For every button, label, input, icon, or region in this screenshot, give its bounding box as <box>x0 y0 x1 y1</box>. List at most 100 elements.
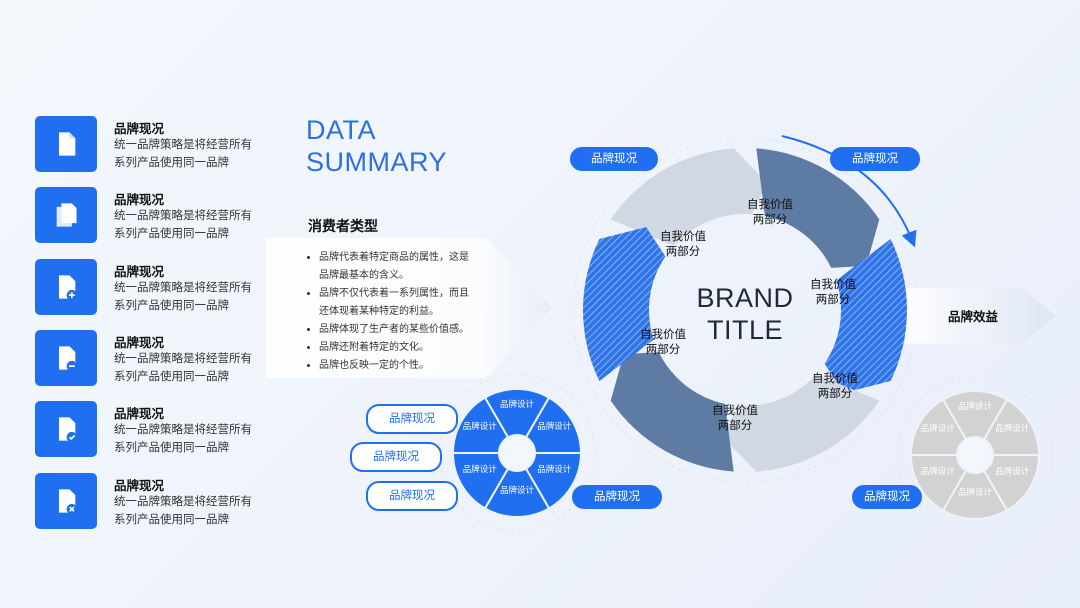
segment-label: 自我价值两部分 <box>648 230 718 260</box>
status-pill-bottom-center[interactable]: 品牌现况 <box>572 485 662 509</box>
feature-desc: 统一品牌策略是将经营所有系列产品使用同一品牌 <box>114 424 252 454</box>
feature-desc: 统一品牌策略是将经营所有系列产品使用同一品牌 <box>114 282 252 312</box>
cycle-segment <box>722 374 880 472</box>
segment-label-line-2: 两部分 <box>752 214 788 226</box>
document-remove-icon <box>59 346 78 372</box>
segment-label: 自我价值两部分 <box>700 404 770 434</box>
feature-icon-box <box>35 116 97 172</box>
brand-cycle-wheel <box>583 148 907 472</box>
feature-title: 品牌现况 <box>114 336 165 350</box>
segment-label-line-2: 两部分 <box>817 388 853 400</box>
feature-desc: 统一品牌策略是将经营所有系列产品使用同一品牌 <box>114 496 252 526</box>
segment-label: 自我价值两部分 <box>800 372 870 402</box>
wheel-label: 品牌设计 <box>995 422 1030 433</box>
cycle-segment <box>756 148 880 268</box>
segment-label-line-2: 两部分 <box>815 294 851 306</box>
documents-copy-icon <box>56 203 77 227</box>
wheel-label: 品牌设计 <box>500 399 535 409</box>
feature-title: 品牌现况 <box>114 265 165 279</box>
consumer-bullet: 品牌代表着特定商品的属性，这是品牌最基本的含义。 <box>319 249 475 285</box>
segment-label-line-1: 自我价值 <box>747 199 793 211</box>
segment-label-line-1: 自我价值 <box>640 329 686 341</box>
feature-list-item: 品牌现况 统一品牌策略是将经营所有系列产品使用同一品牌 <box>35 259 295 317</box>
segment-label-line-2: 两部分 <box>645 344 681 356</box>
segment-label-line-2: 两部分 <box>717 420 753 432</box>
feature-title: 品牌现况 <box>114 479 165 493</box>
status-pill-top-left[interactable]: 品牌现况 <box>570 147 658 171</box>
consumer-type-heading: 消费者类型 <box>308 218 378 234</box>
wheel-segment <box>483 467 551 518</box>
brand-title-line-2: TITLE <box>706 315 783 345</box>
segment-label-line-1: 自我价值 <box>812 373 858 385</box>
wheel-segment <box>982 454 1041 512</box>
feature-icon-box <box>35 473 97 529</box>
wheel-label: 品牌设计 <box>500 485 535 495</box>
consumer-type-bullets: 品牌代表着特定商品的属性，这是品牌最基本的含义。品牌不仅代表着一系列属性，而且还… <box>305 249 475 375</box>
wheel-segment <box>982 398 1041 456</box>
feature-title: 品牌现况 <box>114 193 165 207</box>
feature-icon-box <box>35 259 97 315</box>
feature-desc: 统一品牌策略是将经营所有系列产品使用同一品牌 <box>114 210 252 240</box>
wheel-segment <box>909 398 968 456</box>
feature-list-item: 品牌现况 统一品牌策略是将经营所有系列产品使用同一品牌 <box>35 116 295 174</box>
wheel-label: 品牌设计 <box>920 465 955 476</box>
feature-desc: 统一品牌策略是将经营所有系列产品使用同一品牌 <box>114 353 252 383</box>
wheel-segment <box>909 454 968 512</box>
benefit-arrow <box>905 288 1056 344</box>
consumer-bullet: 品牌体现了生产者的某些价值感。 <box>319 321 475 339</box>
outline-pill-1[interactable]: 品牌现况 <box>366 404 458 434</box>
feature-icon-box <box>35 187 97 243</box>
document-delete-icon <box>59 489 78 515</box>
cycle-segment <box>610 352 734 472</box>
wheel-label: 品牌设计 <box>537 463 572 474</box>
consumer-bullet: 品牌不仅代表着一系列属性，而且还体现着某种特定的利益。 <box>319 285 475 321</box>
feature-list-item: 品牌现况 统一品牌策略是将经营所有系列产品使用同一品牌 <box>35 187 295 245</box>
feature-title: 品牌现况 <box>114 122 165 136</box>
wheel-label: 品牌设计 <box>462 420 497 431</box>
feature-title: 品牌现况 <box>114 407 165 421</box>
wheel-segment <box>941 390 1009 441</box>
wheel-segment <box>451 452 510 510</box>
segment-label-line-1: 自我价值 <box>810 279 856 291</box>
segment-label: 自我价值两部分 <box>628 328 698 358</box>
document-check-icon <box>59 417 78 443</box>
feature-list-item: 品牌现况 统一品牌策略是将经营所有系列产品使用同一品牌 <box>35 330 295 388</box>
arrow-panel <box>266 238 552 378</box>
document-add-icon <box>59 275 78 301</box>
consumer-bullet: 品牌还附着特定的文化。 <box>319 339 475 357</box>
title-line-1: DATA <box>306 115 377 145</box>
wheel-segment <box>524 396 583 454</box>
segment-label: 自我价值两部分 <box>735 198 805 228</box>
status-pill-top-right[interactable]: 品牌现况 <box>830 147 920 171</box>
outline-pill-2[interactable]: 品牌现况 <box>350 442 442 472</box>
benefit-label: 品牌效益 <box>948 310 999 324</box>
wheel-segment <box>483 388 551 439</box>
cycle-segment <box>583 227 666 382</box>
blue-design-wheel <box>451 388 583 518</box>
wheel-label: 品牌设计 <box>995 465 1030 476</box>
wheel-label: 品牌设计 <box>537 420 572 431</box>
cycle-segment <box>610 148 768 246</box>
wheel-hub <box>958 438 992 472</box>
wheel-hub <box>500 436 534 470</box>
feature-icon-box <box>35 330 97 386</box>
wheel-segment <box>451 396 510 454</box>
cycle-segment <box>824 238 907 393</box>
brand-title: BRAND TITLE <box>680 282 810 346</box>
wheel-segment <box>524 452 583 510</box>
wheel-label: 品牌设计 <box>920 422 955 433</box>
wheel-segment <box>941 469 1009 520</box>
segment-label-line-1: 自我价值 <box>712 405 758 417</box>
feature-list-item: 品牌现况 统一品牌策略是将经营所有系列产品使用同一品牌 <box>35 401 295 459</box>
status-pill-bottom-right[interactable]: 品牌现况 <box>852 485 922 509</box>
feature-list-item: 品牌现况 统一品牌策略是将经营所有系列产品使用同一品牌 <box>35 473 295 531</box>
gray-design-wheel <box>909 390 1041 520</box>
outline-pill-3[interactable]: 品牌现况 <box>366 481 458 511</box>
wheel-label: 品牌设计 <box>958 401 993 411</box>
wheel-label: 品牌设计 <box>462 463 497 474</box>
document-icon <box>59 132 76 156</box>
data-summary-title: DATA SUMMARY <box>306 114 447 178</box>
segment-label: 自我价值两部分 <box>798 278 868 308</box>
title-line-2: SUMMARY <box>306 147 448 177</box>
